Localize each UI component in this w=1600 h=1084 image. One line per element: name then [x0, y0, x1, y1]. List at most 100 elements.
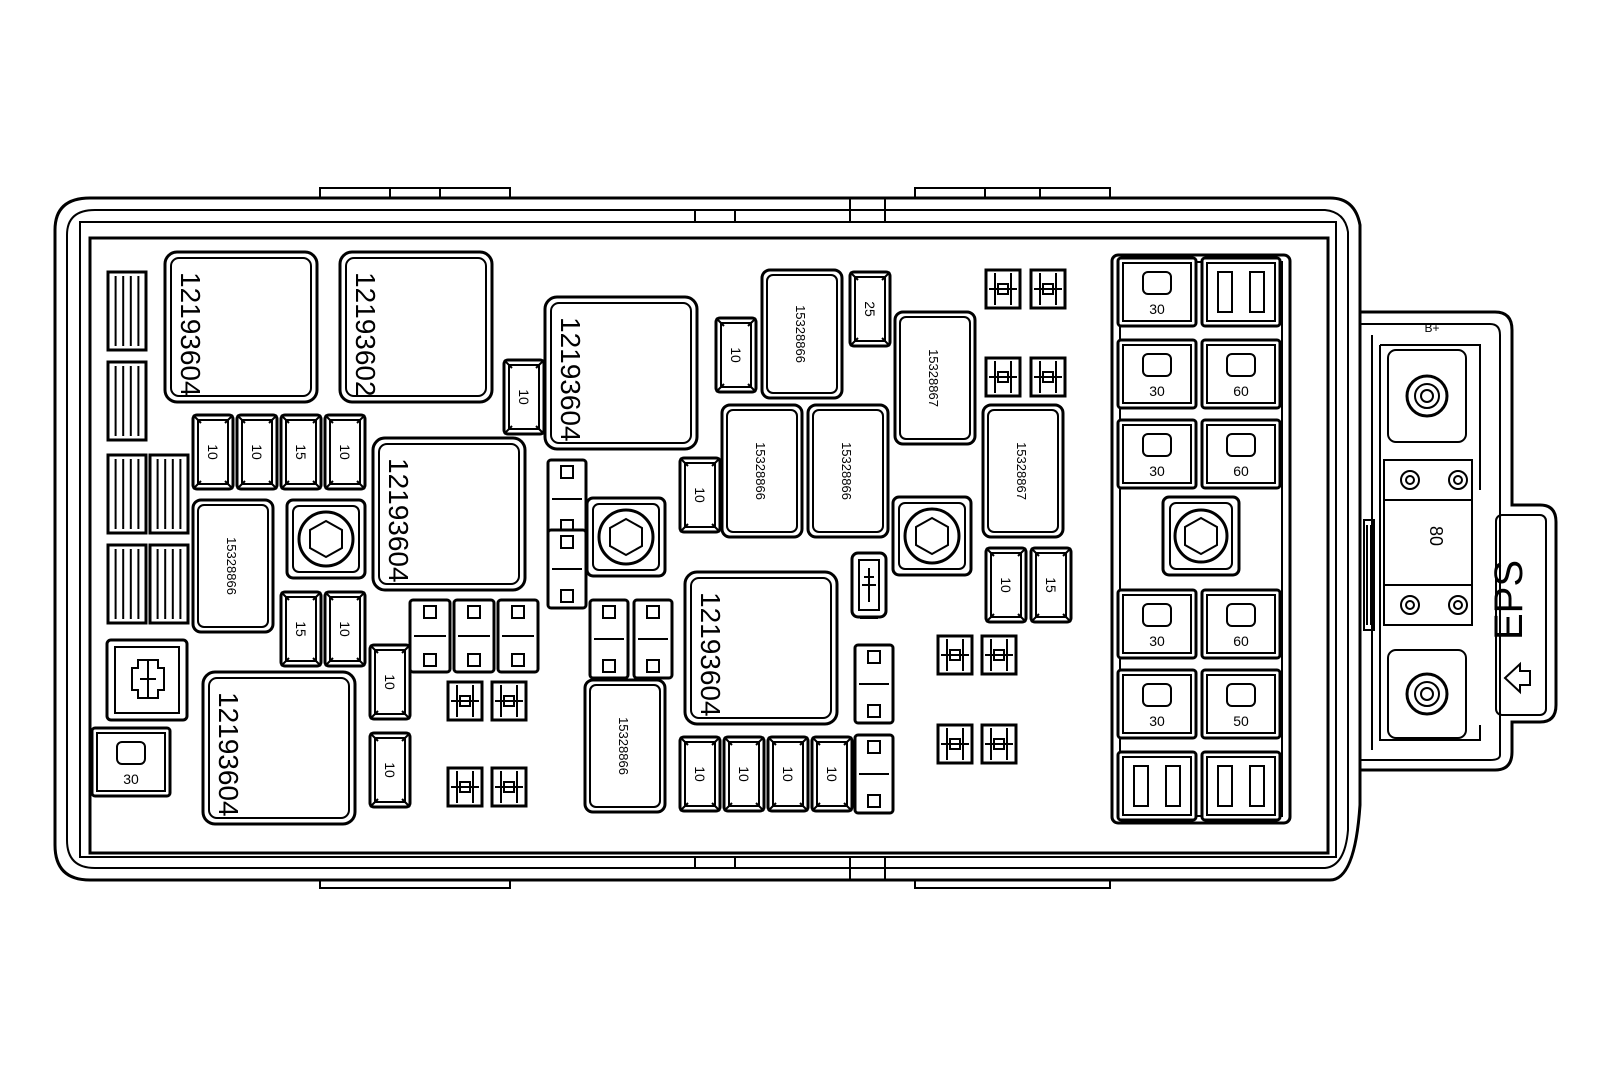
mini-fuse: 15 [279, 413, 323, 491]
fuse-rating: 15 [1043, 577, 1059, 593]
fuse-rating: 60 [1233, 633, 1249, 649]
fuse-rating: 15 [293, 444, 309, 460]
mini-fuse: 10 [678, 735, 722, 813]
fuse-rating: 50 [1233, 713, 1249, 729]
relay-large: 12193604 [371, 436, 527, 592]
mini-fuse: 10 [502, 358, 546, 436]
micro-slot [408, 598, 452, 674]
maxi-fuse [1200, 750, 1282, 822]
mini-fuse: 10 [191, 413, 235, 491]
fuse-rating: 10 [736, 766, 752, 782]
fuse-rating: 10 [205, 444, 221, 460]
pin-socket [490, 766, 528, 808]
relay-large: 12193604 [543, 295, 699, 451]
relay-part-number: 15328867 [926, 349, 941, 407]
maxi-fuse: 30 [1116, 256, 1198, 328]
relay-small: 15328867 [981, 403, 1065, 539]
pin-socket [980, 723, 1018, 765]
micro-slot [853, 643, 895, 725]
relay-part-number: 12193604 [213, 692, 244, 817]
pin-socket [984, 268, 1022, 310]
fuse-rating: 10 [337, 621, 353, 637]
relay-part-number: 12193604 [383, 458, 414, 583]
maxi-fuse: 30 [1116, 668, 1198, 740]
pin-socket [936, 723, 974, 765]
diode-left [105, 638, 189, 722]
fuse-rating: 10 [998, 577, 1014, 593]
terminal-b-plus-label: B+ [1424, 321, 1439, 335]
eps-tab-label: EPS [1487, 560, 1531, 640]
fuse-rating: 30 [1149, 301, 1165, 317]
fuse-rating: 10 [728, 347, 744, 363]
fuse-rating: 10 [516, 389, 532, 405]
maxi-fuse: 60 [1200, 338, 1282, 410]
fuse-slot-empty [148, 453, 190, 535]
maxi-fuse [1200, 256, 1282, 328]
large-relays: 12193604 12193602 12193604 12193604 12193604… [163, 250, 839, 826]
mini-fuse: 10 [722, 735, 766, 813]
left-fuse-slots [106, 270, 190, 625]
mini-fuse: 10 [810, 735, 854, 813]
terminal-extension [1360, 310, 1558, 772]
bolt-hex [891, 495, 973, 577]
pin-socket [490, 680, 528, 722]
pin-socket [980, 634, 1018, 676]
pin-socket [1029, 268, 1067, 310]
diode-center [850, 551, 888, 619]
fuse-rating: 15 [293, 621, 309, 637]
mega-fuse-rating: 80 [1426, 526, 1446, 546]
micro-slot [546, 528, 588, 610]
fuse-rating: 30 [1149, 463, 1165, 479]
fuse-slot-empty [106, 270, 148, 352]
relay-part-number: 15328866 [616, 717, 631, 775]
pin-socket [1029, 356, 1067, 398]
mini-fuse: 10 [323, 413, 367, 491]
mini-fuse: 15 [1029, 546, 1073, 624]
mini-fuse: 10 [235, 413, 279, 491]
fuse-rating: 10 [382, 674, 398, 690]
bolt-hex [585, 496, 667, 578]
micro-slot [452, 598, 496, 674]
mini-fuse: 10 [766, 735, 810, 813]
maxi-fuse: 30 [90, 726, 172, 798]
micro-slot [546, 458, 588, 540]
micro-slot [632, 598, 674, 680]
maxi-fuse: 60 [1200, 418, 1282, 490]
mini-fuse: 10 [984, 546, 1028, 624]
relay-small: 15328866 [583, 678, 667, 814]
fuse-rating: 10 [692, 766, 708, 782]
relay-large: 12193602 [338, 250, 494, 404]
small-relays: 15328866 15328867 15328866 15328866 15328867… [191, 268, 1065, 814]
pin-socket [446, 680, 484, 722]
relay-small: 15328866 [191, 498, 275, 634]
fuse-slot-empty [106, 543, 148, 625]
fuse-rating: 10 [249, 444, 265, 460]
mini-fuse: 25 [848, 270, 892, 348]
empty-fuse-slots [408, 458, 895, 815]
relay-part-number: 15328867 [1014, 442, 1029, 500]
fuse-slot-empty [106, 453, 148, 535]
fuse-rating: 30 [1149, 633, 1165, 649]
fuse-rating: 30 [1149, 383, 1165, 399]
fuse-rating: 10 [824, 766, 840, 782]
maxi-fuse: 30 [1116, 418, 1198, 490]
pin-sockets [446, 268, 1067, 808]
fuse-rating: 30 [123, 771, 139, 787]
pin-socket [446, 766, 484, 808]
mini-fuse: 10 [714, 316, 758, 394]
mini-fuse: 15 [279, 590, 323, 668]
relay-part-number: 12193602 [350, 272, 381, 397]
maxi-fuses: 30 30 60 30 60 30 60 30 50 30 [90, 256, 1282, 822]
relay-large: 12193604 [201, 670, 357, 826]
terminal-label: B+ [1424, 321, 1439, 335]
pin-socket [936, 634, 974, 676]
relay-part-number: 15328866 [839, 442, 854, 500]
bolt-hex [285, 498, 367, 580]
relay-large: 12193604 [163, 250, 319, 404]
relay-part-number: 15328866 [793, 305, 808, 363]
maxi-fuse [1116, 750, 1198, 822]
maxi-fuse: 50 [1200, 668, 1282, 740]
housing [53, 187, 1362, 889]
